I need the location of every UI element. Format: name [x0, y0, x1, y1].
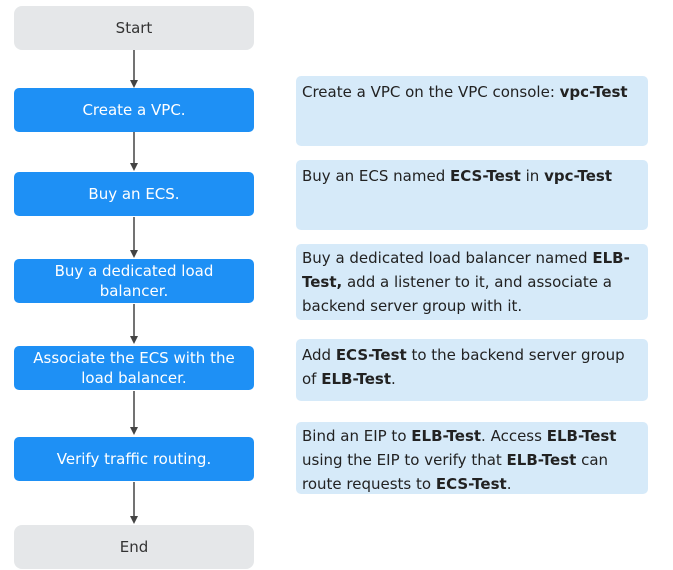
note-emphasis: ELB-Test	[411, 427, 482, 445]
step-label: Verify traffic routing.	[56, 449, 212, 468]
note-text: Add ECS-Test to the backend server group…	[302, 346, 625, 388]
note-emphasis: vpc-Test	[559, 83, 628, 101]
note-text: Buy a dedicated load balancer named ELB-…	[302, 249, 630, 315]
note-emphasis: ECS-Test	[435, 475, 507, 493]
step-buy-ecs: Buy an ECS.	[14, 172, 254, 216]
step-label: Create a VPC.	[82, 100, 186, 119]
start-label: Start	[115, 18, 153, 37]
note-buy-load-balancer: Buy a dedicated load balancer named ELB-…	[296, 244, 648, 320]
step-label: Buy a dedicated load balancer.	[54, 261, 214, 300]
end-label: End	[119, 537, 149, 556]
step-label: Associate the ECS with the load balancer…	[33, 348, 235, 387]
note-emphasis: ECS-Test	[449, 167, 521, 185]
note-text: Create a VPC on the VPC console: vpc-Tes…	[302, 83, 628, 101]
note-emphasis: ELB-Test	[506, 451, 577, 469]
step-verify-routing: Verify traffic routing.	[14, 437, 254, 481]
note-emphasis: ELB-Test	[546, 427, 617, 445]
note-text: Buy an ECS named ECS-Test in vpc-Test	[302, 167, 613, 185]
end-node: End	[14, 525, 254, 569]
note-associate-ecs: Add ECS-Test to the backend server group…	[296, 339, 648, 401]
step-associate-ecs: Associate the ECS with the load balancer…	[14, 346, 254, 390]
note-buy-ecs: Buy an ECS named ECS-Test in vpc-Test	[296, 160, 648, 230]
note-verify-routing: Bind an EIP to ELB-Test. Access ELB-Test…	[296, 422, 648, 494]
start-node: Start	[14, 6, 254, 50]
step-buy-load-balancer: Buy a dedicated load balancer.	[14, 259, 254, 303]
note-emphasis: ELB-Test,	[302, 249, 630, 291]
note-emphasis: ECS-Test	[335, 346, 407, 364]
note-create-vpc: Create a VPC on the VPC console: vpc-Tes…	[296, 76, 648, 146]
step-create-vpc: Create a VPC.	[14, 88, 254, 132]
note-emphasis: ELB-Test	[321, 370, 392, 388]
note-text: Bind an EIP to ELB-Test. Access ELB-Test…	[302, 427, 617, 493]
note-emphasis: vpc-Test	[544, 167, 613, 185]
step-label: Buy an ECS.	[88, 184, 180, 203]
